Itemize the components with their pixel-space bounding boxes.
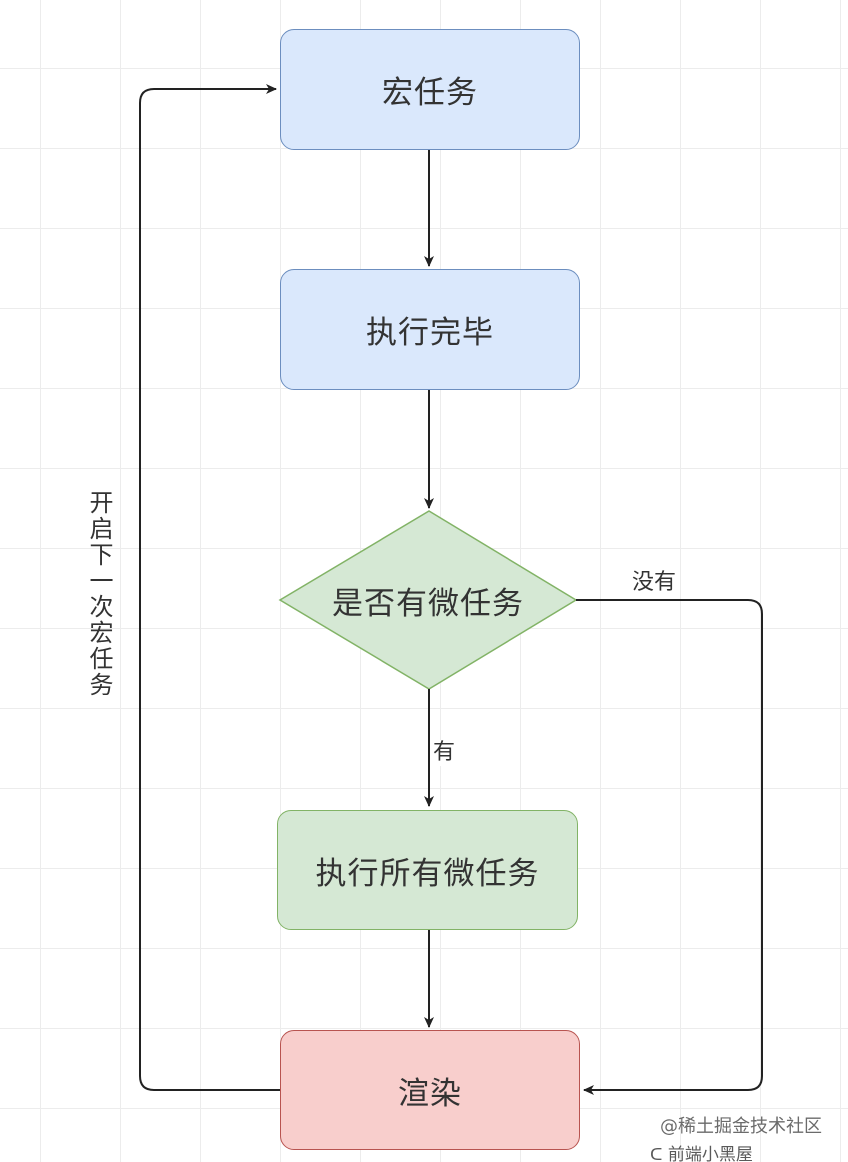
- execute-done-node: 执行完毕: [280, 269, 580, 390]
- macro-task-node: 宏任务: [280, 29, 580, 150]
- execute-all-micro-node: 执行所有微任务: [277, 810, 578, 930]
- edge-render-loop-to-macro: [139, 84, 280, 1091]
- next-macro-loop-label: 开启下一次宏任务: [85, 490, 113, 698]
- no-edge-label: 没有: [630, 570, 679, 596]
- render-node: 渲染: [280, 1030, 580, 1150]
- has-micro-task-label: 是否有微任务: [332, 585, 524, 622]
- yes-edge-label: 有: [431, 740, 458, 766]
- edge-decision-no-to-render: [576, 599, 763, 1095]
- site-watermark: @稀土掘金技术社区: [660, 1116, 822, 1137]
- account-watermark: ᑕ 前端小黑屋: [650, 1145, 753, 1162]
